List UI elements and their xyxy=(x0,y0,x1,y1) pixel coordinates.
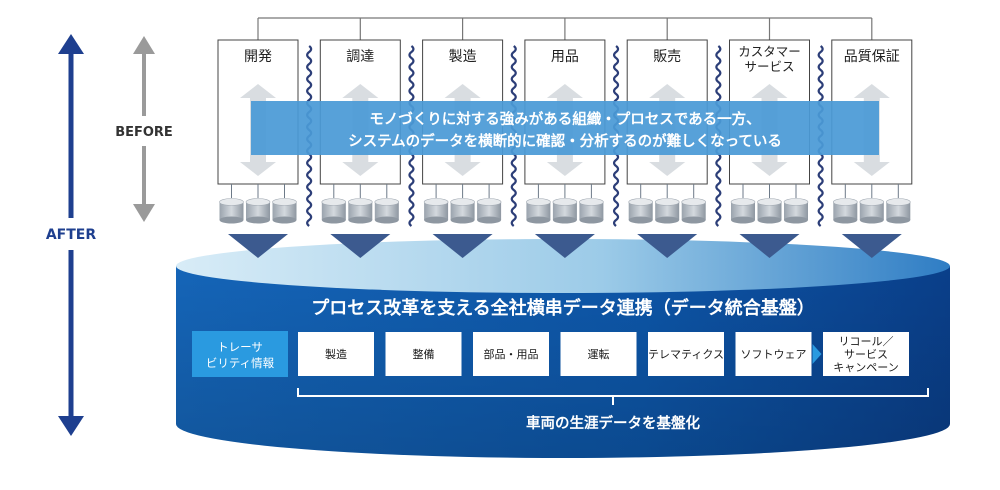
stage-3: 部品・用品 xyxy=(473,332,549,376)
stage-5: テレマティクス xyxy=(648,332,724,376)
stage-box xyxy=(473,332,549,376)
connector-tree xyxy=(257,17,873,40)
before-label: BEFORE xyxy=(115,125,173,140)
down-arrow-1 xyxy=(228,234,288,258)
stage-box xyxy=(823,332,909,376)
stage-label: サービス xyxy=(844,348,888,361)
banner-line-1: モノづくりに対する強みがある組織・プロセスである一方、 xyxy=(369,110,760,128)
stage-label: 運転 xyxy=(588,348,610,361)
banner-background xyxy=(251,101,879,155)
banner: モノづくりに対する強みがある組織・プロセスである一方、 システムのデータを横断的… xyxy=(251,101,879,155)
database-icon xyxy=(374,198,400,224)
database-icon xyxy=(859,198,885,224)
database-icon xyxy=(450,198,475,224)
stage-1: 製造 xyxy=(298,332,374,376)
department-label: サービス xyxy=(744,59,794,74)
stage-label: ソフトウェア xyxy=(741,348,807,361)
stage-box xyxy=(298,332,374,376)
stage-label: テレマティクス xyxy=(648,348,724,361)
platform-title: プロセス改革を支える全社横串データ連携（データ統合基盤） xyxy=(311,297,814,319)
down-arrow-4 xyxy=(534,234,595,258)
database-icon xyxy=(730,198,756,224)
down-arrow-2 xyxy=(330,234,391,258)
database-icon xyxy=(832,198,858,224)
traceability-line-1: トレーサ xyxy=(217,340,263,354)
database-icon xyxy=(628,198,654,224)
down-arrow-3 xyxy=(432,234,493,258)
database-icon xyxy=(681,198,707,224)
stage-2: 整備 xyxy=(385,332,462,376)
database-icon xyxy=(476,198,502,224)
after-arrow xyxy=(58,34,84,436)
down-arrow-5 xyxy=(637,234,698,258)
stage-label: 部品・用品 xyxy=(484,347,539,361)
database-icon xyxy=(272,198,297,224)
stage-label: リコール／ xyxy=(839,335,894,348)
stage-box xyxy=(648,332,724,376)
department-label: 開発 xyxy=(244,49,272,65)
down-arrows xyxy=(228,234,902,258)
down-arrow-6 xyxy=(739,234,800,258)
down-arrow-7 xyxy=(841,234,902,258)
traceability-box-bg xyxy=(192,331,288,377)
department-label: 製造 xyxy=(449,49,477,65)
banner-line-2: システムのデータを横断的に確認・分析するのが難しくなっている xyxy=(348,132,782,150)
lifecycle-bracket xyxy=(297,388,929,405)
department-label: 品質保証 xyxy=(844,49,900,65)
database-icon xyxy=(885,198,911,224)
department-label: 販売 xyxy=(653,49,681,65)
traceability-line-2: ビリティ情報 xyxy=(206,356,275,370)
after-label: AFTER xyxy=(46,227,97,243)
stage-box xyxy=(385,332,462,376)
stage-6: ソフトウェア xyxy=(735,332,822,376)
stage-4: 運転 xyxy=(560,332,637,376)
stage-arrow xyxy=(812,344,822,364)
database-icon xyxy=(654,198,680,224)
database-icon xyxy=(526,198,551,224)
stage-label: 整備 xyxy=(413,347,435,361)
database-icon xyxy=(757,198,782,224)
database-icon xyxy=(245,198,271,224)
database-icon xyxy=(579,198,604,224)
database-icon xyxy=(552,198,578,224)
stage-label: キャンペーン xyxy=(833,361,898,374)
traceability-box: トレーサ ビリティ情報 xyxy=(192,331,288,377)
database-icon xyxy=(783,198,809,224)
database-icon xyxy=(321,198,347,224)
department-label: 用品 xyxy=(551,49,579,65)
stage-box xyxy=(560,332,637,376)
stage-box xyxy=(735,332,812,376)
database-icon xyxy=(347,198,373,224)
before-arrow xyxy=(133,36,155,222)
department-label: 調達 xyxy=(346,49,374,65)
platform-footer: 車両の生涯データを基盤化 xyxy=(526,414,700,432)
database-icon xyxy=(219,198,244,224)
platform-top xyxy=(176,239,950,293)
stage-label: 製造 xyxy=(325,347,347,361)
database-icon xyxy=(423,198,449,224)
department-label: カスタマー xyxy=(738,44,801,59)
